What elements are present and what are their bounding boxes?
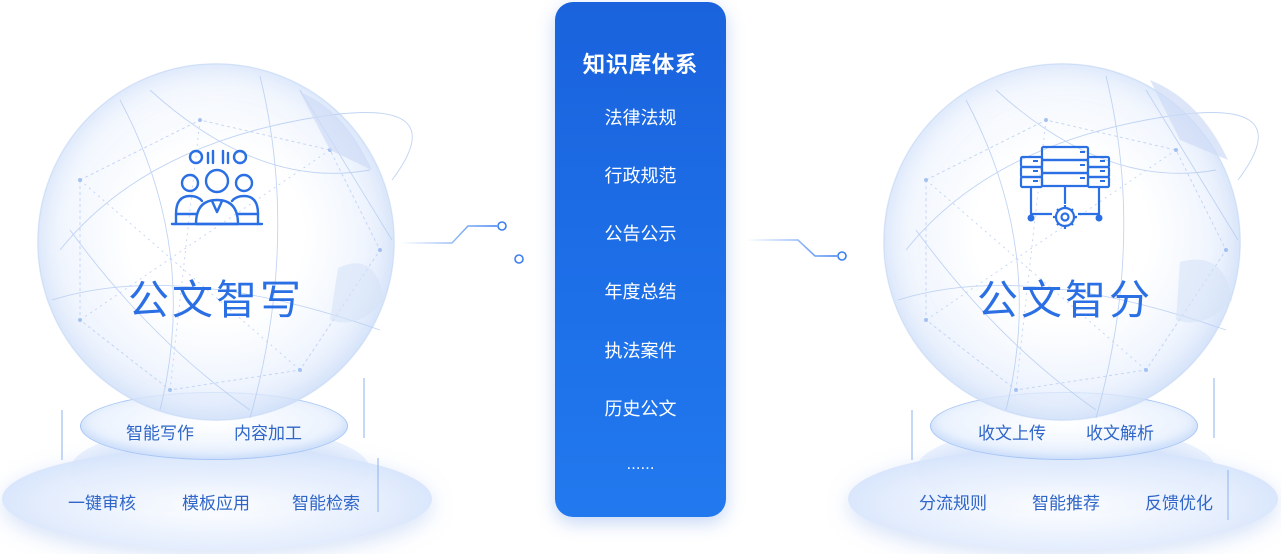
kb-item: 法律法规 xyxy=(604,108,677,129)
feature-document-parsing: 收文解析 xyxy=(1086,424,1154,444)
feature-content-processing: 内容加工 xyxy=(234,424,302,444)
connector-node xyxy=(514,254,524,264)
connector-left-upper xyxy=(400,225,497,244)
feature-document-upload: 收文上传 xyxy=(978,424,1046,444)
connector-right-lower xyxy=(746,239,837,257)
left-base-ring xyxy=(80,392,348,460)
right-base-outer xyxy=(848,448,1278,550)
kb-item: 历史公文 xyxy=(604,399,677,420)
feature-smart-recommendation: 智能推荐 xyxy=(1032,494,1100,514)
writing-module-title: 公文智写 xyxy=(128,276,304,324)
knowledge-base-title: 知识库体系 xyxy=(582,53,698,78)
feature-one-click-review: 一键审核 xyxy=(68,494,136,514)
knowledge-base-panel: 知识库体系 法律法规 行政规范 公告公示 年度总结 执法案件 历史公文 …… xyxy=(555,0,726,517)
feature-smart-writing: 智能写作 xyxy=(126,424,194,444)
kb-item-more: …… xyxy=(626,457,655,473)
connector-node xyxy=(837,251,847,261)
kb-item: 年度总结 xyxy=(604,282,677,303)
connector-node xyxy=(497,221,507,231)
feature-smart-search: 智能检索 xyxy=(292,494,360,514)
feature-routing-rules: 分流规则 xyxy=(919,494,987,514)
kb-item: 公告公示 xyxy=(604,224,677,245)
left-base-outer xyxy=(2,448,432,550)
feature-template-application: 模板应用 xyxy=(182,494,250,514)
kb-item: 执法案件 xyxy=(604,341,677,362)
kb-item: 行政规范 xyxy=(604,166,677,187)
feature-feedback-optimization: 反馈优化 xyxy=(1145,494,1213,514)
distribution-module-title: 公文智分 xyxy=(977,276,1153,324)
